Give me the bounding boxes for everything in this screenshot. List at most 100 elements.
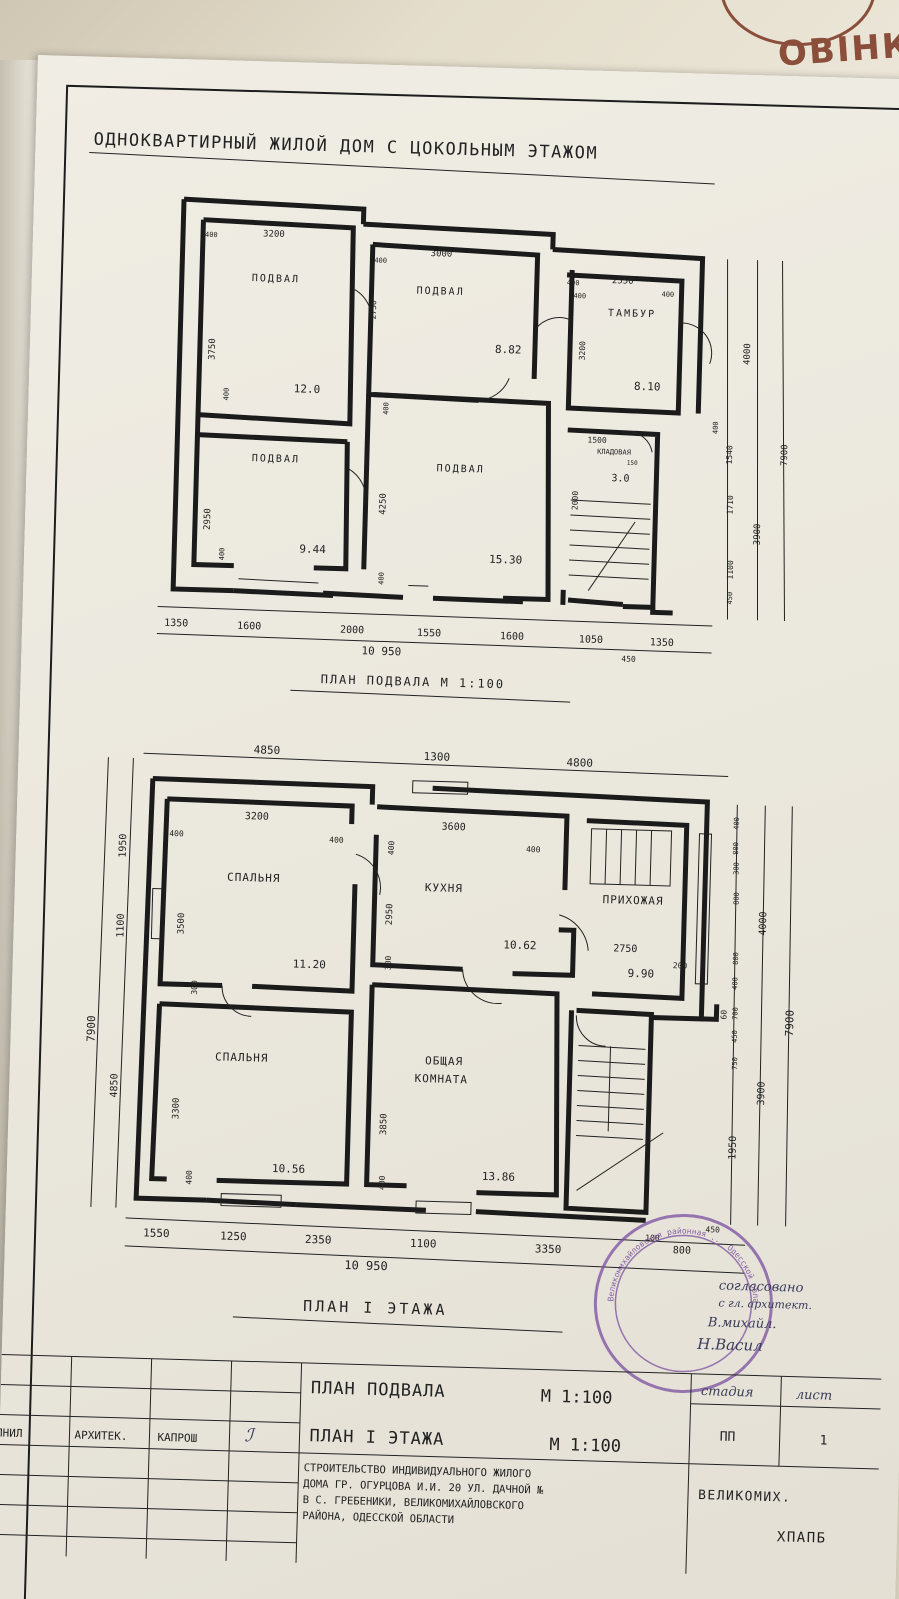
room-area: 8.10 <box>634 380 661 394</box>
wall <box>167 796 355 825</box>
wall <box>432 595 524 605</box>
dim: 3750 <box>208 338 219 360</box>
room-name: КЛАДОВАЯ <box>597 448 631 457</box>
dim-line <box>756 260 759 621</box>
room-name: СПАЛЬНЯ <box>215 1050 269 1064</box>
fabric-print: ОВІНК <box>776 25 899 75</box>
wall <box>512 927 577 978</box>
tb-line <box>295 1362 303 1563</box>
dim: 1950 <box>727 1136 739 1160</box>
dim-line <box>115 757 134 1208</box>
role-label: ВЫПОЛНИЛ <box>0 1426 23 1440</box>
dim: 400 <box>567 279 580 287</box>
stair-step <box>578 1059 646 1065</box>
room-area: 11.20 <box>293 957 326 971</box>
wall <box>567 597 624 608</box>
room-name: ПРИХОЖАЯ <box>602 893 663 908</box>
wall <box>183 196 367 225</box>
dim: 400 <box>377 572 385 585</box>
stair-cut <box>576 1132 664 1191</box>
wall <box>295 1202 427 1213</box>
stair-block <box>589 828 673 887</box>
dim-line <box>143 752 729 778</box>
dim: 1300 <box>423 750 450 764</box>
dim: 750 <box>731 1057 739 1070</box>
stairs-lower <box>576 1044 664 1191</box>
stair-step <box>569 544 650 550</box>
tb-line <box>65 1356 73 1557</box>
sheet-label: лист <box>796 1388 833 1404</box>
org-name: ХПАПБ <box>777 1529 827 1546</box>
dim: 450 <box>726 592 734 605</box>
tb-line <box>0 1533 297 1544</box>
wall <box>567 427 661 610</box>
tb-line1-scale: М 1:100 <box>540 1387 612 1409</box>
door-swing <box>627 431 653 453</box>
room-name: СПАЛЬНЯ <box>227 871 281 885</box>
room-name: ПОДВАЛ <box>416 286 464 298</box>
dim: 60 <box>719 1010 728 1020</box>
dim-line <box>125 1217 746 1246</box>
door-swing <box>535 317 572 330</box>
handwriting: В.михайл. <box>707 1315 777 1332</box>
official-stamp: Великомихайловская районная ... Одесской… <box>1 48 812 1394</box>
tb-line <box>225 1360 233 1561</box>
stairs <box>568 499 651 591</box>
wall <box>373 392 551 603</box>
wall <box>363 221 556 250</box>
wall <box>197 217 356 427</box>
dim: 2750 <box>613 943 637 955</box>
dim: 150 <box>627 460 638 467</box>
wall <box>377 804 570 891</box>
dim: 2550 <box>612 276 634 287</box>
dim: 4800 <box>566 756 593 770</box>
dim: 3200 <box>245 811 269 823</box>
dim: 400 <box>377 1175 386 1190</box>
dim: 1550 <box>143 1226 170 1240</box>
dim: 1050 <box>579 634 603 646</box>
stage-value: ПП <box>719 1430 735 1445</box>
dim: 400 <box>185 1170 194 1185</box>
dim: 300 <box>190 980 199 995</box>
dim: 400 <box>382 402 390 415</box>
wall <box>372 241 541 380</box>
dim: 7900 <box>783 1010 797 1037</box>
drawing-svg: ОДНОКВАРТИРНЫЙ ЖИЛОЙ ДОМ С ЦОКОЛЬНЫМ ЭТА… <box>0 48 899 1599</box>
wall <box>232 588 334 598</box>
stairs-upper <box>589 828 673 887</box>
wall <box>157 798 223 989</box>
dim-line <box>757 805 766 1226</box>
dim: 2950 <box>203 508 214 530</box>
dim: 800 <box>732 842 740 855</box>
dim: 3200 <box>578 341 588 361</box>
dim: 400 <box>329 835 344 844</box>
wall <box>313 441 350 572</box>
caption-underline <box>232 1316 563 1333</box>
wall <box>251 884 358 994</box>
basement-plan: ПОДВАЛ 12.0 ПОДВАЛ 8.82 ТАМБУР 8.10 ПОДВ… <box>156 196 790 703</box>
stair-step <box>649 830 653 886</box>
handwriting: согласовано <box>719 1278 804 1295</box>
stair-step <box>569 559 650 565</box>
dim: 400 <box>573 292 586 300</box>
tb-line <box>690 1403 881 1410</box>
wall <box>361 394 372 570</box>
stair-step <box>578 1044 646 1050</box>
stair-step <box>568 574 649 580</box>
tb-desc: РАЙОНА, ОДЕССКОЙ ОБЛАСТИ <box>302 1509 454 1526</box>
dim: 1550 <box>417 628 441 640</box>
stair-step <box>569 529 650 535</box>
door-swing <box>559 914 589 951</box>
tb-line2-name: ПЛАН I ЭТАЖА <box>309 1426 444 1450</box>
dim: 2000 <box>571 491 581 511</box>
dim: 800 <box>732 952 740 965</box>
dim: 1500 <box>587 435 607 445</box>
stair-step <box>577 1074 645 1080</box>
role-label: КАПРОШ <box>157 1431 197 1445</box>
dim: 400 <box>222 388 230 401</box>
role-label: АРХИТЕК. <box>74 1429 127 1443</box>
window <box>220 1193 282 1208</box>
dim: 1950 <box>118 833 130 857</box>
wall <box>191 219 234 569</box>
tb-line <box>0 1473 299 1484</box>
